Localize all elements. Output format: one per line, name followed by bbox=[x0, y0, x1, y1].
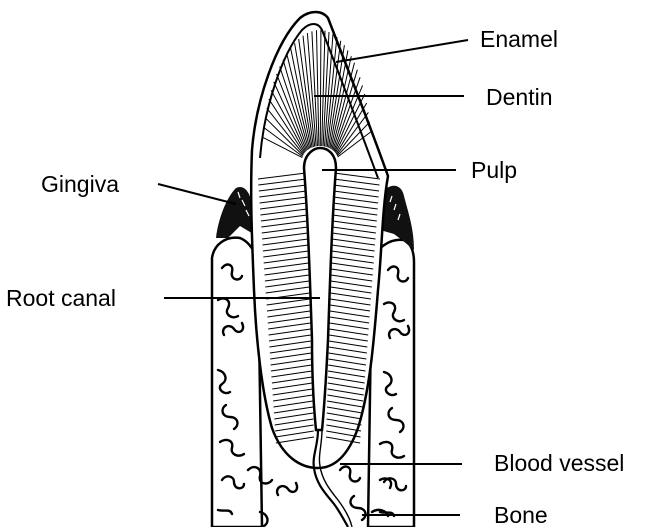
label-bone: Bone bbox=[494, 504, 548, 527]
label-pulp: Pulp bbox=[471, 159, 517, 182]
leader-enamel bbox=[336, 40, 468, 62]
label-root-canal: Root canal bbox=[6, 287, 116, 310]
leader-gingiva bbox=[158, 184, 236, 204]
label-enamel: Enamel bbox=[480, 28, 558, 51]
label-blood-vessel: Blood vessel bbox=[494, 452, 624, 475]
label-gingiva: Gingiva bbox=[41, 173, 119, 196]
label-dentin: Dentin bbox=[486, 86, 552, 109]
